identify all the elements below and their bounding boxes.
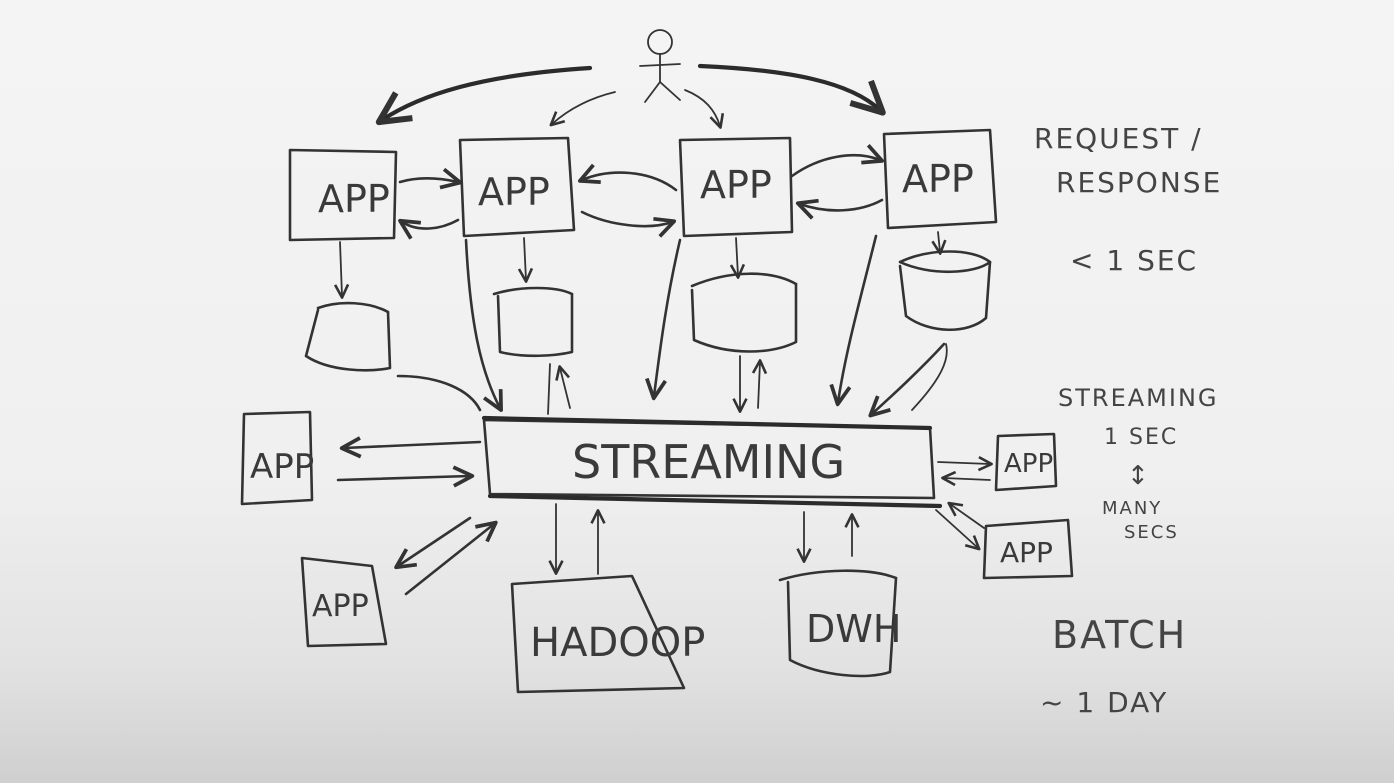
note-sub-second: < 1 SEC bbox=[1070, 244, 1198, 277]
lower-left-arrows bbox=[394, 516, 498, 596]
app-box-2: APP bbox=[458, 136, 576, 238]
note-batch: BATCH bbox=[1052, 613, 1187, 657]
database-2 bbox=[492, 237, 574, 358]
app-box-3: APP bbox=[678, 136, 794, 238]
note-range-arrow: ↕ bbox=[1127, 461, 1151, 491]
hadoop-label: HADOOP bbox=[530, 620, 705, 666]
note-response: RESPONSE bbox=[1056, 166, 1222, 199]
note-request: REQUEST / bbox=[1034, 122, 1203, 155]
user-figure-icon bbox=[639, 29, 681, 103]
database-3 bbox=[690, 237, 798, 353]
right-bottom-arrows bbox=[935, 501, 985, 551]
app-box-4: APP bbox=[882, 128, 998, 230]
app-to-app-arrows bbox=[398, 143, 885, 240]
app-label: APP bbox=[478, 170, 550, 214]
dwh-label: DWH bbox=[806, 607, 901, 651]
streaming-platform: STREAMING bbox=[481, 415, 943, 509]
app-label: APP bbox=[902, 157, 974, 201]
app-label: APP bbox=[700, 163, 772, 207]
right-top-arrows bbox=[937, 455, 993, 487]
app-label: APP bbox=[318, 177, 390, 221]
dwh-store: DWH bbox=[778, 511, 901, 678]
note-one-day: ~ 1 DAY bbox=[1040, 686, 1168, 719]
app-box-right-top: APP bbox=[994, 432, 1058, 492]
streaming-label: STREAMING bbox=[572, 435, 845, 489]
app-label: APP bbox=[1000, 536, 1053, 569]
app-label: APP bbox=[250, 447, 314, 487]
user-request-arrows bbox=[375, 63, 886, 129]
note-one-sec: 1 SEC bbox=[1104, 425, 1178, 450]
note-streaming: STREAMING bbox=[1058, 384, 1219, 412]
to-streaming-arrows bbox=[396, 234, 948, 418]
app-label: APP bbox=[312, 589, 369, 624]
hadoop-store: HADOOP bbox=[510, 503, 705, 694]
app-box-lower-left: APP bbox=[300, 556, 388, 648]
app-box-left: APP bbox=[240, 410, 314, 506]
left-app-arrows bbox=[336, 436, 482, 488]
latency-notes: REQUEST / RESPONSE < 1 SEC STREAMING 1 S… bbox=[1034, 122, 1222, 719]
note-many: MANY bbox=[1102, 498, 1162, 519]
note-secs: SECS bbox=[1124, 522, 1179, 543]
app-label: APP bbox=[1004, 449, 1053, 479]
app-box-1: APP bbox=[288, 148, 398, 242]
database-1 bbox=[304, 241, 392, 372]
app-box-right-bottom: APP bbox=[982, 518, 1074, 580]
database-4 bbox=[898, 231, 992, 332]
